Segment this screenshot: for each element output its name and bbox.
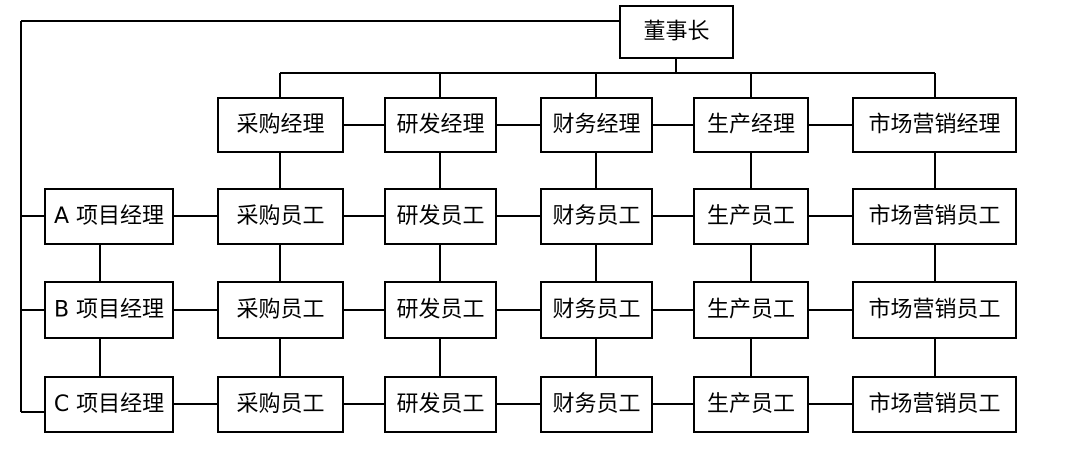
staff-label: 生产员工 [707, 204, 795, 229]
staff-label: 市场营销员工 [868, 204, 1000, 229]
staff-label: 生产员工 [707, 392, 795, 417]
chairman-label: 董事长 [643, 20, 709, 45]
manager-node-rnd: 研发经理 [384, 97, 497, 153]
staff-label: 市场营销员工 [868, 298, 1000, 323]
staff-label: 财务员工 [552, 204, 640, 229]
manager-label-finance: 财务经理 [552, 113, 640, 138]
staff-label: 财务员工 [552, 392, 640, 417]
staff-node-a-marketing: 市场营销员工 [852, 188, 1017, 245]
project-manager-label-a: A 项目经理 [54, 204, 164, 229]
staff-node-b-rnd: 研发员工 [384, 281, 497, 339]
staff-label: 生产员工 [707, 298, 795, 323]
manager-label-production: 生产经理 [707, 113, 795, 138]
staff-node-b-finance: 财务员工 [540, 281, 653, 339]
staff-label: 财务员工 [552, 298, 640, 323]
staff-node-c-production: 生产员工 [693, 376, 809, 433]
staff-node-c-finance: 财务员工 [540, 376, 653, 433]
project-manager-label-c: C 项目经理 [54, 392, 164, 417]
project-manager-label-b: B 项目经理 [54, 298, 164, 323]
staff-label: 研发员工 [396, 392, 484, 417]
staff-label: 研发员工 [396, 298, 484, 323]
manager-node-procurement: 采购经理 [217, 97, 344, 153]
staff-node-b-procurement: 采购员工 [217, 281, 344, 339]
staff-node-c-procurement: 采购员工 [217, 376, 344, 433]
manager-node-production: 生产经理 [693, 97, 809, 153]
project-manager-node-b: B 项目经理 [44, 281, 174, 339]
staff-label: 采购员工 [236, 298, 324, 323]
manager-label-rnd: 研发经理 [396, 113, 484, 138]
manager-node-marketing: 市场营销经理 [852, 97, 1017, 153]
staff-node-c-rnd: 研发员工 [384, 376, 497, 433]
staff-label: 采购员工 [236, 392, 324, 417]
manager-node-finance: 财务经理 [540, 97, 653, 153]
project-manager-node-a: A 项目经理 [44, 188, 174, 245]
staff-label: 采购员工 [236, 204, 324, 229]
manager-label-procurement: 采购经理 [236, 113, 324, 138]
staff-node-a-procurement: 采购员工 [217, 188, 344, 245]
staff-node-b-marketing: 市场营销员工 [852, 281, 1017, 339]
staff-node-c-marketing: 市场营销员工 [852, 376, 1017, 433]
staff-node-a-production: 生产员工 [693, 188, 809, 245]
connector-lines [20, 20, 936, 413]
staff-node-a-rnd: 研发员工 [384, 188, 497, 245]
staff-label: 研发员工 [396, 204, 484, 229]
chairman-node: 董事长 [619, 5, 734, 59]
project-manager-node-c: C 项目经理 [44, 376, 174, 433]
manager-label-marketing: 市场营销经理 [868, 113, 1000, 138]
staff-node-b-production: 生产员工 [693, 281, 809, 339]
staff-node-a-finance: 财务员工 [540, 188, 653, 245]
staff-label: 市场营销员工 [868, 392, 1000, 417]
